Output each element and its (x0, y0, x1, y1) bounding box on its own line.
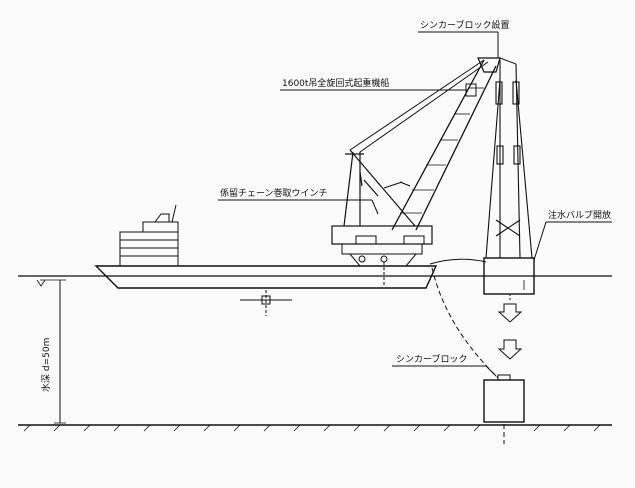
label-crane-ship: 1600t吊全旋回式起重機船 (282, 77, 389, 89)
hoist-wires (485, 60, 533, 259)
mooring-chain (431, 267, 499, 379)
label-mooring-winch: 係留チェーン巻取ウインチ (220, 187, 328, 199)
crane-house (331, 225, 433, 286)
boom-head (477, 57, 501, 73)
crane-boom (391, 59, 497, 231)
label-sinker-block: シンカーブロック (396, 353, 467, 365)
barge-center-marker (240, 290, 292, 316)
seabed-hatching (23, 424, 601, 432)
label-valve-open: 注水バルブ開放 (548, 209, 611, 221)
down-arrow-lower (497, 339, 523, 360)
crane-a-frame (343, 149, 416, 227)
label-sinker-install: シンカーブロック設置 (420, 19, 509, 31)
boom-stay (349, 59, 485, 151)
label-water-depth: 水深 d=50m (40, 338, 52, 392)
down-arrow-upper (497, 303, 523, 323)
barge-hull (94, 265, 438, 289)
seabed-sinker-block (483, 379, 525, 423)
deck-stack (119, 204, 179, 267)
